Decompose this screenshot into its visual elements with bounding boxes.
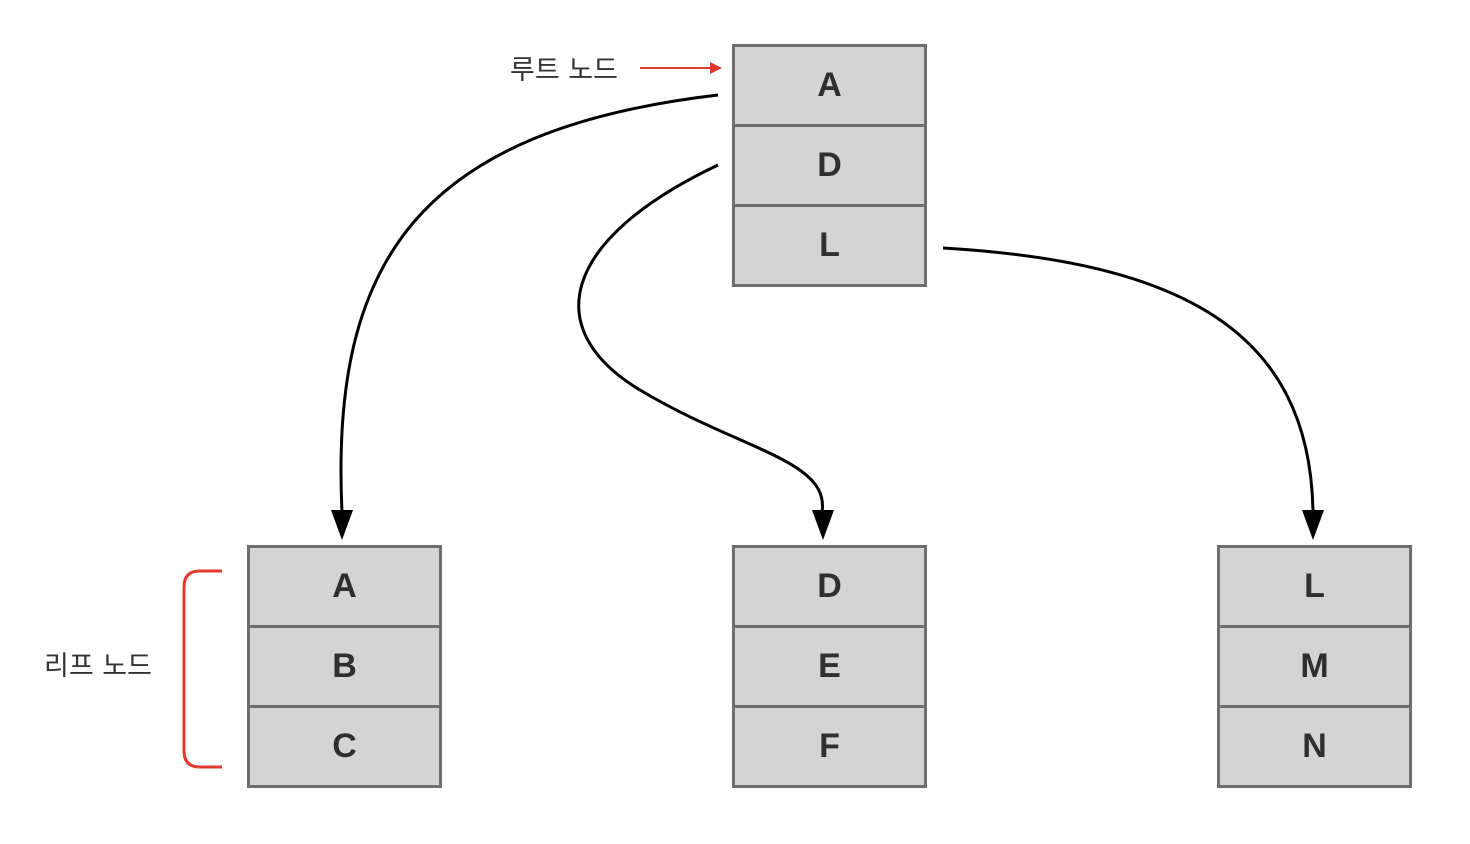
root-node: A D L [732,44,927,287]
leaf-node-key: M [1220,628,1409,708]
root-node-key: D [735,127,924,207]
leaf-node-key: D [735,548,924,628]
leaf-node-key: N [1302,727,1327,765]
edge-root-to-leaf-3 [942,246,1315,513]
leaf-node-key: E [735,628,924,708]
root-node-key: L [819,226,840,264]
root-label-arrowhead [710,62,722,74]
leaf-node-label: 리프 노드 [44,651,152,682]
arrowhead-leaf-3 [1302,510,1324,540]
leaf-node-2: D E F [732,545,927,788]
leaf-node-1: A B C [247,545,442,788]
edge-root-to-leaf-1 [339,93,719,513]
root-node-label: 루트 노드 [510,55,618,86]
leaf-node-key: F [819,727,840,765]
leaf-node-key: C [332,727,357,765]
arrowhead-leaf-2 [812,510,834,540]
leaf-node-3: L M N [1217,545,1412,788]
root-node-key: A [735,47,924,127]
leaf-node-key: A [250,548,439,628]
leaf-node-key: B [250,628,439,708]
arrowhead-leaf-1 [331,510,353,540]
leaf-label-bracket [182,569,222,769]
leaf-node-key: L [1220,548,1409,628]
